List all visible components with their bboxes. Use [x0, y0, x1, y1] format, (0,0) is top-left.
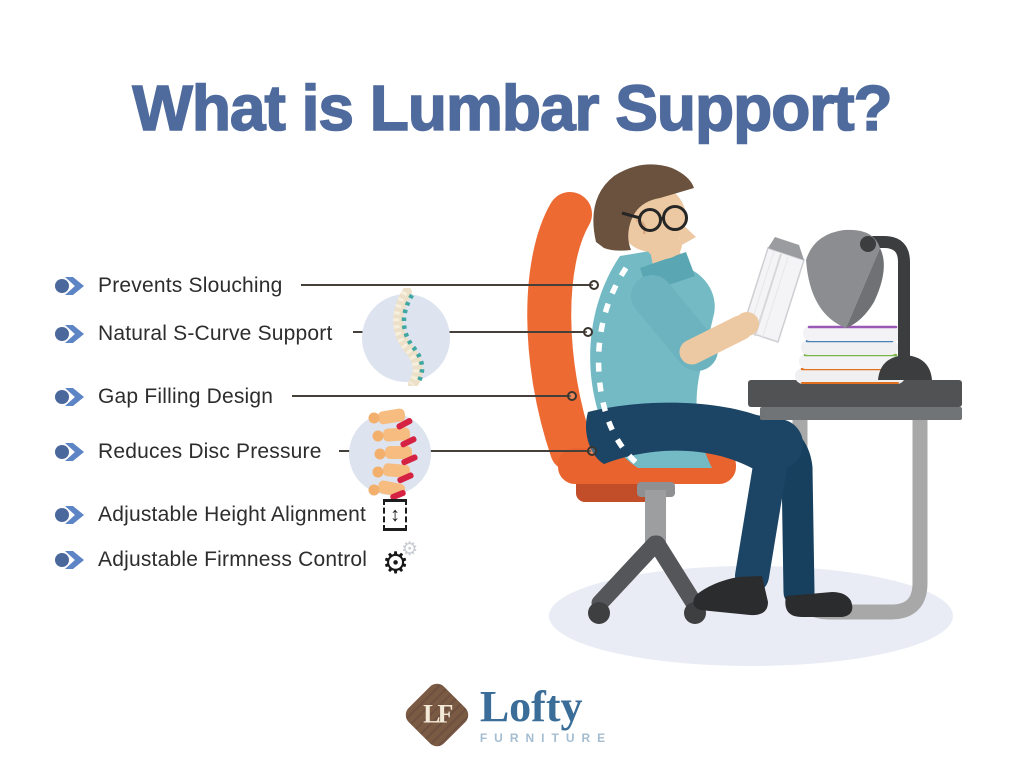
connector-endpoint [567, 391, 577, 401]
glasses-icon [621, 205, 688, 232]
brand-text: Lofty FURNITURE [479, 682, 613, 745]
brand-logo-diamond: LF [401, 680, 473, 751]
feature-label: Gap Filling Design [98, 385, 274, 408]
connector-endpoint [587, 446, 597, 456]
chair-wheel [588, 602, 610, 624]
desk-top [748, 380, 962, 407]
man-near-hand [735, 312, 759, 336]
feature-gap-filling: Gap Filling Design [55, 382, 273, 412]
brand-subtitle: FURNITURE [479, 730, 613, 745]
lumbar-discs-illustration [344, 408, 436, 505]
connector-line-s-curve [353, 327, 593, 337]
gears-icon: ⚙ ⚙ [382, 540, 418, 580]
man-near-shoe [693, 576, 768, 616]
feature-label: Adjustable Firmness Control [98, 548, 368, 571]
feature-prevents-slouching: Prevents Slouching [55, 271, 283, 301]
brand-name: Lofty [479, 682, 583, 731]
floor-shadow [549, 566, 953, 666]
chevron-bullet-icon [55, 387, 87, 407]
chevron-bullet-icon [55, 276, 87, 296]
feature-label: Natural S-Curve Support [98, 322, 333, 345]
desk-lamp [806, 229, 932, 380]
chevron-bullet-icon [55, 324, 87, 344]
gear-small-icon: ⚙ [401, 539, 419, 560]
man-chin [646, 231, 682, 259]
connector-endpoint [583, 327, 593, 337]
spine-s-curve-illustration [357, 287, 455, 391]
desk-top-edge [760, 407, 962, 420]
man-far-shoe [785, 592, 853, 617]
connector-line-gap-filling [292, 391, 577, 401]
chair-pedestal [645, 490, 666, 548]
man-hair [593, 164, 694, 251]
feature-disc-pressure: Reduces Disc Pressure [55, 437, 322, 467]
height-adjust-icon: ↕ [383, 499, 408, 531]
feature-label: Prevents Slouching [98, 274, 283, 297]
feature-firmness-control: Adjustable Firmness Control ⚙ ⚙ [55, 540, 418, 580]
chevron-bullet-icon [55, 550, 87, 570]
chevron-bullet-icon [55, 505, 87, 525]
chevron-bullet-icon [55, 442, 87, 462]
feature-label: Reduces Disc Pressure [98, 440, 322, 463]
connector-line-disc-pressure [339, 446, 597, 456]
man-nose [680, 222, 696, 246]
feature-label: Adjustable Height Alignment [98, 503, 367, 526]
chair-star-base [591, 535, 703, 612]
man-forearm [679, 315, 753, 365]
feature-s-curve-support: Natural S-Curve Support [55, 319, 333, 349]
connector-line-prevents-slouching [301, 280, 599, 290]
brand-monogram: LF [423, 700, 451, 730]
connector-endpoint [589, 280, 599, 290]
gear-large-icon: ⚙ [382, 547, 410, 580]
chair-back [527, 192, 594, 472]
man-lap [585, 402, 797, 478]
book-stack [795, 325, 905, 384]
brand-footer: LF Lofty FURNITURE [0, 680, 1024, 751]
man-ear [635, 218, 646, 235]
man-near-calf [735, 425, 791, 593]
page-title: What is Lumbar Support? [132, 71, 894, 145]
feature-height-alignment: Adjustable Height Alignment ↕ [55, 499, 408, 531]
